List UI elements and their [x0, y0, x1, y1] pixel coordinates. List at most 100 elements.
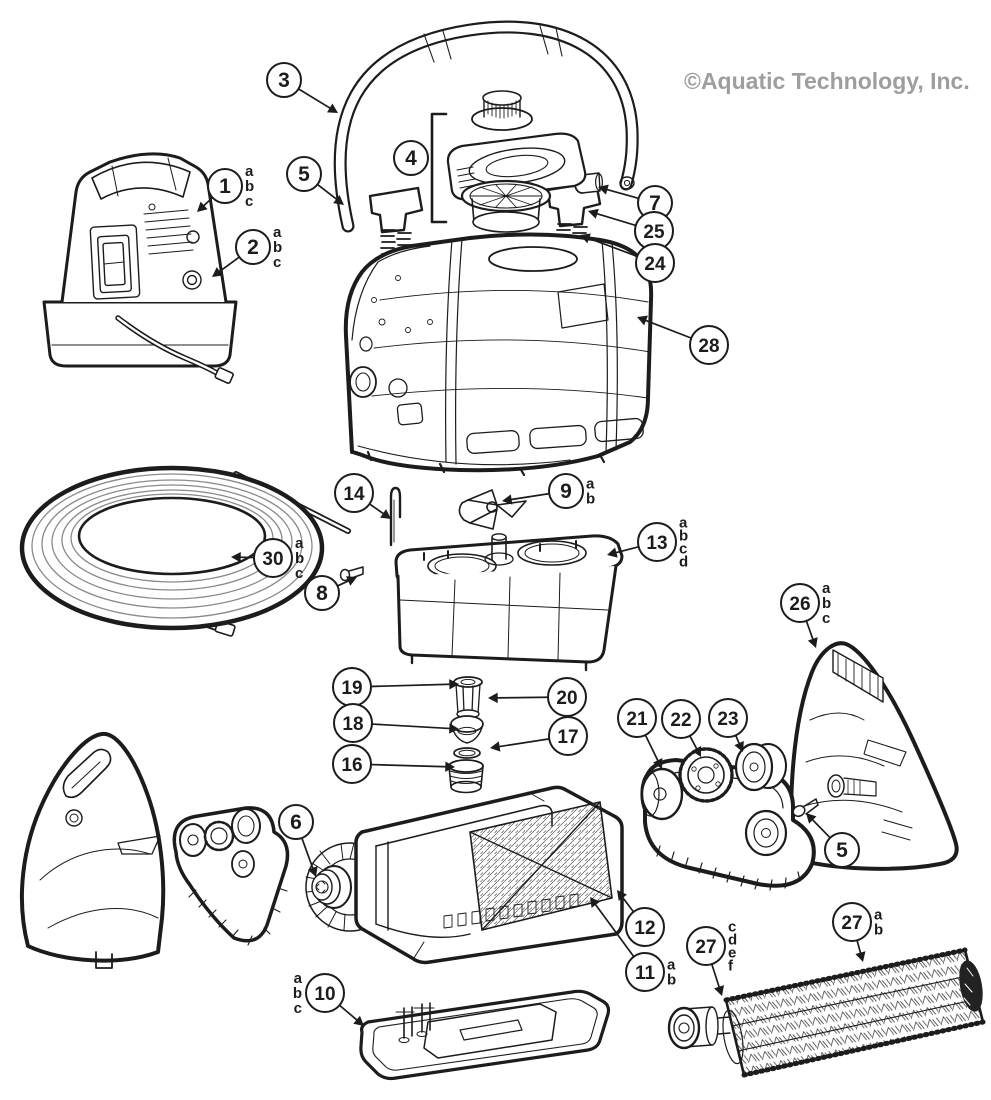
callout-13-letter-a: a [679, 515, 688, 532]
svg-text:5: 5 [298, 163, 310, 186]
motor-pump-box [394, 533, 624, 672]
svg-text:10: 10 [314, 984, 335, 1005]
side-panel-left-assembly [19, 731, 290, 969]
callout-10-letter-c: c [294, 1000, 302, 1017]
svg-text:27: 27 [695, 937, 716, 958]
callout-26-letter-a: a [822, 580, 831, 597]
svg-text:3: 3 [278, 69, 290, 92]
svg-text:14: 14 [343, 484, 365, 505]
callout-30-letter-c: c [295, 565, 303, 582]
callout-14: 14 [334, 473, 374, 513]
svg-text:11: 11 [635, 963, 656, 984]
callout-26-abc: 26 abc [780, 580, 831, 627]
callout-16: 16 [332, 744, 372, 784]
intake-cover-group [430, 90, 587, 233]
callout-2-letter-a: a [273, 224, 282, 241]
svg-text:5: 5 [836, 839, 848, 862]
svg-text:23: 23 [717, 709, 738, 730]
drive-track-assembly [640, 742, 816, 891]
callout-5: 5 [824, 832, 860, 868]
callout-27-letter-d: d [728, 932, 737, 949]
callout-9-letter-a: a [586, 476, 595, 493]
callout-26-letter-c: c [822, 610, 830, 627]
svg-text:1: 1 [219, 175, 231, 198]
callout-27-letter-a: a [874, 907, 883, 924]
copyright-watermark: ©Aquatic Technology, Inc. [684, 68, 970, 94]
retaining-pin [389, 486, 402, 547]
svg-text:7: 7 [649, 192, 661, 215]
svg-text:4: 4 [405, 147, 417, 170]
callout-9-letter-b: b [586, 491, 595, 508]
callout-27-ab: 27 ab [832, 902, 883, 942]
spring-left [380, 229, 412, 258]
callout-25: 25 [634, 211, 674, 251]
callout-18: 18 [333, 703, 373, 743]
callout-22: 22 [661, 699, 701, 739]
screw-5 [792, 798, 819, 817]
valve-stack [448, 676, 484, 794]
callout-28: 28 [689, 325, 729, 365]
callout-13-letter-d: d [679, 554, 688, 571]
svg-text:27: 27 [841, 913, 862, 934]
callout-10-letter-b: b [293, 985, 302, 1002]
callout-19: 19 [332, 667, 372, 707]
svg-text:25: 25 [643, 222, 665, 243]
handle [333, 20, 639, 233]
callout-13-letter-b: b [679, 528, 688, 545]
callout-2-letter-c: c [273, 254, 281, 271]
callout-27-letter-c: c [728, 919, 736, 936]
floating-cable-coil [19, 465, 351, 637]
svg-text:16: 16 [341, 755, 362, 776]
svg-text:26: 26 [789, 594, 810, 615]
callout-30-letter-a: a [295, 535, 304, 552]
callout-21: 21 [617, 698, 657, 738]
svg-text:13: 13 [646, 533, 667, 554]
callout-4: 4 [393, 140, 429, 176]
callout-3: 3 [266, 62, 302, 98]
callout-2-letter-b: b [273, 239, 282, 256]
callout-10-letter-a: a [294, 970, 303, 987]
propeller-clip [458, 489, 527, 530]
callout-1-letter-a: a [245, 163, 254, 180]
callout-26-letter-b: b [822, 595, 831, 612]
callout-8: 8 [304, 575, 340, 611]
callout-12: 12 [625, 907, 665, 947]
svg-text:17: 17 [557, 727, 578, 748]
callout-17: 17 [548, 716, 588, 756]
handle-mount-left [368, 186, 424, 258]
svg-text:9: 9 [560, 480, 572, 503]
callout-27-letter-b: b [874, 922, 883, 939]
main-body-housing [343, 232, 654, 477]
callout-27-letter-f: f [728, 958, 734, 975]
svg-text:18: 18 [342, 714, 363, 735]
callout-10-abc: 10 abc [293, 970, 345, 1017]
impeller [305, 842, 395, 932]
callout-5: 5 [286, 156, 322, 192]
svg-text:22: 22 [670, 710, 691, 731]
callout-11-letter-b: b [667, 972, 676, 989]
bottom-lid [359, 989, 611, 1081]
callout-1-letter-b: b [245, 178, 254, 195]
callout-leader-lines [197, 88, 866, 1026]
svg-text:12: 12 [634, 918, 655, 939]
filter-screen-box [354, 785, 624, 965]
svg-text:24: 24 [644, 254, 666, 275]
svg-text:28: 28 [698, 336, 719, 357]
svg-text:20: 20 [556, 688, 577, 709]
callout-23: 23 [708, 698, 748, 738]
svg-text:6: 6 [290, 811, 302, 834]
svg-text:21: 21 [626, 709, 648, 730]
brush-roller [722, 947, 986, 1078]
callout-13-letter-c: c [679, 541, 687, 558]
svg-text:19: 19 [341, 678, 362, 699]
svg-text:30: 30 [262, 549, 283, 570]
